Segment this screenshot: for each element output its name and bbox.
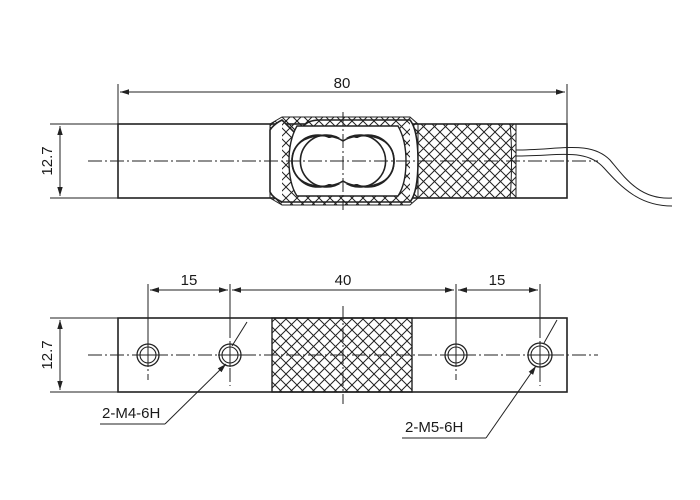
bottom-view: 15 40 15 12.7 — [39, 272, 598, 439]
left-spacing-label: 15 — [181, 272, 198, 289]
right-thread-callout-label: 2-M5-6H — [405, 419, 463, 436]
middle-span-label: 40 — [335, 272, 352, 289]
mounting-hole-1 — [136, 343, 160, 367]
bottom-height-label: 12.7 — [39, 340, 56, 369]
bottom-height-dimension: 12.7 — [39, 317, 118, 393]
mounting-hole-4 — [527, 342, 553, 368]
top-height-dimension: 12.7 — [39, 123, 118, 199]
cable-wires — [515, 147, 673, 207]
overall-length-label: 80 — [334, 75, 351, 92]
left-thread-callout: 2-M4-6H — [100, 321, 248, 425]
mounting-hole-3 — [444, 343, 468, 367]
top-height-label: 12.7 — [39, 146, 56, 175]
overall-length-dimension: 80 — [117, 75, 568, 124]
left-thread-callout-label: 2-M4-6H — [102, 405, 160, 422]
mounting-hole-2 — [218, 343, 242, 367]
top-view: 80 12.7 — [39, 75, 673, 210]
hole-spacing-dimensions: 15 40 15 — [147, 272, 541, 330]
right-spacing-label: 15 — [489, 272, 506, 289]
right-thread-callout: 2-M5-6H — [402, 319, 558, 439]
